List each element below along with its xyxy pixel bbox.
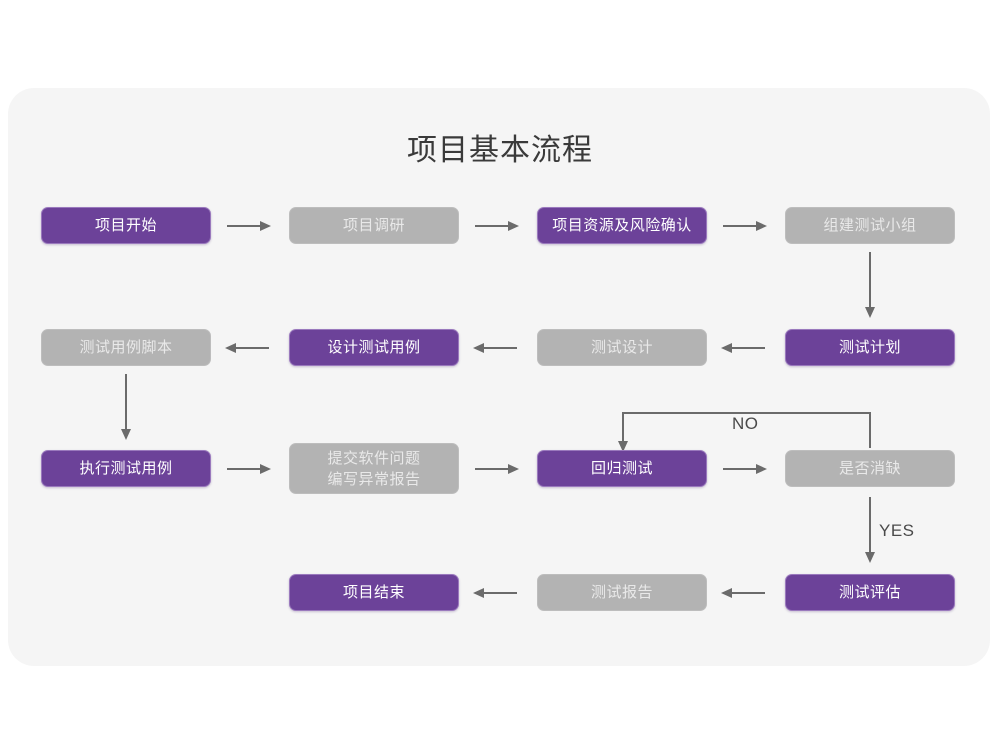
arrowhead-icon — [865, 552, 875, 563]
edge-label-yes: YES — [879, 521, 915, 540]
node-test-plan[interactable]: 测试计划 — [785, 329, 955, 366]
node-test-case-script[interactable]: 测试用例脚本 — [41, 329, 211, 366]
node-design-test-cases[interactable]: 设计测试用例 — [289, 329, 459, 366]
arrowhead-icon — [260, 221, 271, 231]
arrow-n4-n5 — [865, 252, 875, 318]
arrow-n14-n15 — [473, 588, 517, 598]
arrowhead-icon — [721, 343, 732, 353]
arrow-n10-n11 — [475, 464, 519, 474]
arrowhead-icon — [618, 441, 628, 452]
arrow-n7-n8 — [225, 343, 269, 353]
arrowhead-icon — [473, 588, 484, 598]
no-loop-segment-down — [618, 412, 628, 452]
no-loop-segment-across — [622, 412, 871, 414]
node-submit-issues-report[interactable]: 提交软件问题 编写异常报告 — [289, 443, 459, 494]
node-build-test-team[interactable]: 组建测试小组 — [785, 207, 955, 244]
node-defects-cleared[interactable]: 是否消缺 — [785, 450, 955, 487]
arrowhead-icon — [508, 464, 519, 474]
node-resource-risk-confirm[interactable]: 项目资源及风险确认 — [537, 207, 707, 244]
arrowhead-icon — [756, 464, 767, 474]
arrowhead-icon — [721, 588, 732, 598]
arrow-n5-n6 — [721, 343, 765, 353]
edge-label-no: NO — [732, 414, 759, 433]
arrow-n2-n3 — [475, 221, 519, 231]
arrow-n1-n2 — [227, 221, 271, 231]
node-test-report[interactable]: 测试报告 — [537, 574, 707, 611]
node-execute-test-cases[interactable]: 执行测试用例 — [41, 450, 211, 487]
node-project-start[interactable]: 项目开始 — [41, 207, 211, 244]
node-test-design[interactable]: 测试设计 — [537, 329, 707, 366]
arrowhead-icon — [121, 429, 131, 440]
no-loop-segment-up — [869, 412, 871, 448]
node-regression-test[interactable]: 回归测试 — [537, 450, 707, 487]
arrow-n8-n9 — [121, 374, 131, 440]
flowchart-card — [8, 88, 990, 666]
arrow-n6-n7 — [473, 343, 517, 353]
arrowhead-icon — [225, 343, 236, 353]
node-test-evaluation[interactable]: 测试评估 — [785, 574, 955, 611]
arrow-n3-n4 — [723, 221, 767, 231]
arrow-n11-n12 — [723, 464, 767, 474]
arrowhead-icon — [865, 307, 875, 318]
node-project-end[interactable]: 项目结束 — [289, 574, 459, 611]
arrow-n13-n14 — [721, 588, 765, 598]
page-title: 项目基本流程 — [407, 134, 593, 167]
arrowhead-icon — [508, 221, 519, 231]
arrow-yes-branch — [865, 497, 875, 563]
arrow-n9-n10 — [227, 464, 271, 474]
node-project-research[interactable]: 项目调研 — [289, 207, 459, 244]
arrowhead-icon — [260, 464, 271, 474]
arrowhead-icon — [473, 343, 484, 353]
arrowhead-icon — [756, 221, 767, 231]
